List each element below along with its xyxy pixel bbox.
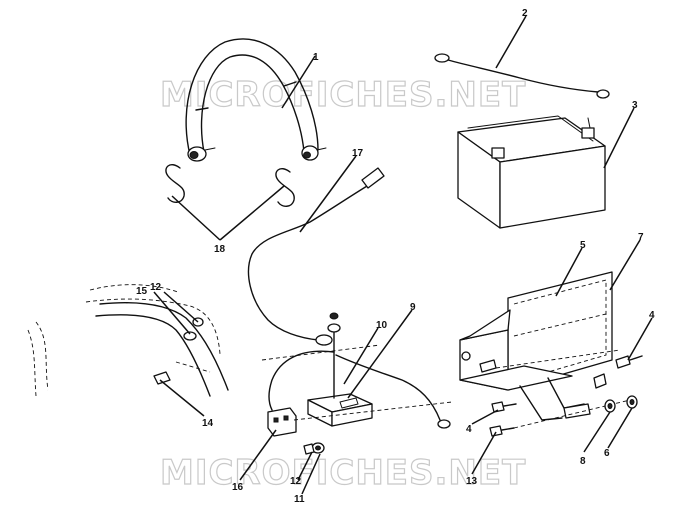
callout-1: 1 xyxy=(313,52,319,63)
callout-6: 6 xyxy=(604,448,610,459)
callout-7: 7 xyxy=(638,232,644,243)
callout-12-left: 12 xyxy=(150,282,162,293)
callout-10: 10 xyxy=(376,320,388,331)
battery-strap xyxy=(185,38,327,162)
callout-4-bottom: 4 xyxy=(466,424,472,435)
callout-18: 18 xyxy=(214,244,226,255)
callout-3: 3 xyxy=(632,100,638,111)
watermark-bottom: MICROFICHES.NET xyxy=(160,453,526,493)
washers-right xyxy=(593,373,638,413)
connector xyxy=(267,401,453,437)
callout-4-right: 4 xyxy=(649,310,655,321)
battery xyxy=(457,115,606,229)
callout-11: 11 xyxy=(294,494,305,505)
positive-cable xyxy=(247,167,385,346)
callout-15: 15 xyxy=(136,286,148,297)
leader-lines xyxy=(153,15,653,495)
callout-17: 17 xyxy=(352,148,364,159)
callout-13: 13 xyxy=(466,476,478,487)
callout-numbers: 1 2 3 4 4 5 6 7 8 9 10 11 12 12 13 14 15… xyxy=(136,8,655,505)
callout-2: 2 xyxy=(522,8,528,19)
nut-washer-bottom xyxy=(303,442,325,455)
solenoid xyxy=(261,312,381,427)
ground-cable xyxy=(434,53,610,99)
callout-5: 5 xyxy=(580,240,586,251)
frame-section xyxy=(27,284,229,397)
callout-12-bottom: 12 xyxy=(290,476,302,487)
watermark-top: MICROFICHES.NET xyxy=(160,75,526,115)
solenoid-cable xyxy=(268,350,451,429)
bolts xyxy=(489,355,643,437)
callout-16: 16 xyxy=(232,482,244,493)
battery-tray xyxy=(459,271,621,421)
callout-14: 14 xyxy=(202,418,214,429)
s-hooks xyxy=(165,164,295,207)
callout-9: 9 xyxy=(410,302,416,313)
callout-8: 8 xyxy=(580,456,586,467)
